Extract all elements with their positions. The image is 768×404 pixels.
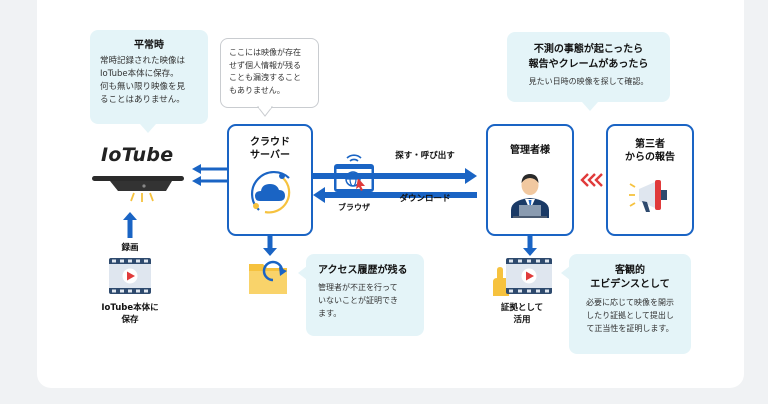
- cloud-label-1: クラウド: [250, 137, 290, 148]
- objective-evidence-bubble: 客観的 エビデンスとして 必要に応じて映像を開示 したり証拠として提出し て正当…: [569, 254, 691, 354]
- normal-mode-title: 平常時: [134, 40, 164, 51]
- objective-bubble-pointer: [561, 266, 570, 280]
- save-line-2: 保存: [121, 315, 139, 325]
- normal-line-4: ることはありません。: [100, 95, 185, 105]
- privacy-note: ここには映像が存在 せず個人情報が残る ことも漏洩すること もありません。: [220, 38, 319, 108]
- search-label: 探す・呼び出す: [395, 151, 455, 161]
- access-line-3: ます。: [318, 309, 342, 318]
- third-party-label-2: からの報告: [625, 152, 675, 163]
- objective-title-2: エビデンスとして: [590, 279, 670, 290]
- privacy-line-4: もありません。: [229, 85, 285, 95]
- access-line-2: いないことが証明でき: [318, 296, 398, 305]
- download-label: ダウンロード: [399, 194, 451, 204]
- third-party-label-1: 第三者: [635, 139, 665, 150]
- cloud-to-device-arrows: [192, 164, 228, 186]
- objective-title-1: 客観的: [615, 265, 645, 276]
- normal-mode-bubble: 平常時 常時記録された映像は IoTube本体に保存。 何も無い限り映像を見 る…: [90, 30, 208, 124]
- access-history-bubble: アクセス履歴が残る 管理者が不正を行って いないことが証明でき ます。: [306, 254, 424, 336]
- privacy-note-pointer: [256, 106, 274, 117]
- iotube-logo: IoTube: [101, 144, 174, 166]
- incident-bubble-pointer: [582, 102, 598, 111]
- record-label: 録画: [121, 243, 139, 253]
- cloud-label-2: サーバー: [250, 150, 290, 161]
- browser-arrows: [313, 168, 477, 203]
- megaphone-icon: [629, 180, 667, 212]
- evidence-line-1: 証拠として: [500, 303, 544, 313]
- cloud-server-box: クラウド サーバー: [227, 124, 313, 236]
- record-up-arrow: [123, 212, 137, 238]
- save-line-1: IoTube本体に: [101, 303, 159, 313]
- incident-desc: 見たい日時の映像を探して確認。: [528, 77, 649, 86]
- incident-bubble: 不測の事態が起こったら 報告やクレームがあったら 見たい日時の映像を探して確認。: [507, 32, 670, 102]
- video-film-icon-left: [109, 258, 151, 294]
- third-party-box: 第三者 からの報告: [606, 124, 694, 236]
- normal-bubble-pointer: [140, 124, 156, 133]
- save-to-device-label: IoTube本体に 保存: [92, 302, 168, 326]
- access-title: アクセス履歴が残る: [318, 265, 408, 276]
- privacy-line-2: せず個人情報が残る: [229, 60, 301, 70]
- privacy-line-1: ここには映像が存在: [229, 48, 301, 57]
- evidence-hand-icon: [493, 267, 509, 296]
- objective-line-1: 必要に応じて映像を開示: [586, 298, 674, 307]
- manager-person-icon: [511, 174, 549, 218]
- access-bubble-pointer: [298, 266, 307, 280]
- incident-title-1: 不測の事態が起こったら: [533, 44, 644, 55]
- manager-label: 管理者様: [510, 145, 550, 156]
- privacy-line-3: ことも漏洩すること: [229, 73, 301, 82]
- cloud-down-arrow: [263, 236, 277, 256]
- video-film-icon-right: [506, 258, 552, 294]
- cloud-sync-icon: [251, 171, 291, 214]
- access-history-folder-icon: [249, 260, 287, 294]
- normal-line-3: 何も無い限り映像を見: [100, 82, 186, 92]
- access-line-1: 管理者が不正を行って: [318, 283, 398, 292]
- manager-down-arrow: [523, 236, 537, 256]
- report-incoming-chevrons: [580, 173, 603, 187]
- objective-line-2: したり証拠として提出し: [586, 311, 674, 320]
- normal-line-1: 常時記録された映像は: [100, 56, 186, 66]
- iotube-device-icon: [92, 176, 184, 202]
- normal-line-2: IoTube本体に保存。: [100, 69, 179, 79]
- evidence-line-2: 活用: [513, 315, 531, 325]
- objective-line-3: て正当性を証明します。: [586, 324, 674, 333]
- browser-label: ブラウザ: [338, 203, 370, 212]
- evidence-label: 証拠として 活用: [488, 302, 556, 326]
- incident-title-2: 報告やクレームがあったら: [528, 59, 649, 70]
